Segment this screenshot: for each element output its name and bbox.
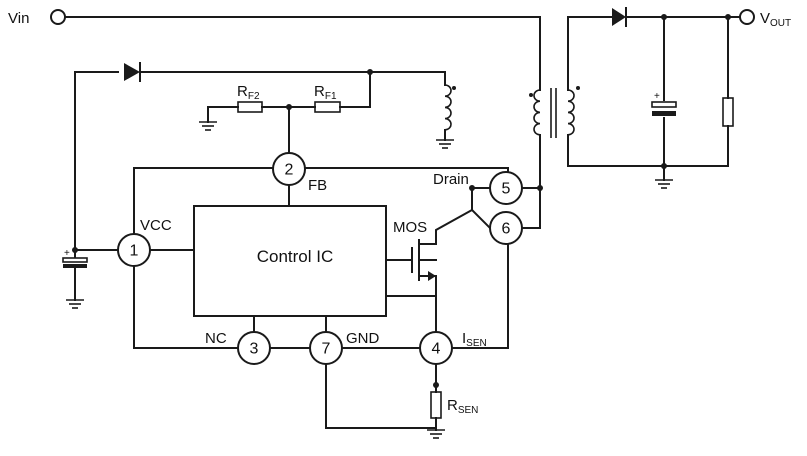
output-capacitor: +	[651, 91, 677, 116]
junction-dots	[72, 14, 731, 388]
pin-6: 6	[489, 211, 523, 245]
pin-2: 2	[272, 152, 306, 186]
vin-terminal	[50, 9, 66, 25]
ground-rf2	[199, 121, 217, 131]
aux-winding-dot	[452, 86, 456, 90]
rsen-label: RSEN	[447, 397, 478, 416]
primary-dot	[529, 93, 533, 97]
wires	[64, 16, 741, 431]
pin-3-label: NC	[205, 330, 227, 347]
pin-7-label: GND	[346, 330, 380, 347]
pin-2-label: FB	[308, 177, 327, 194]
resistor-rsen	[430, 391, 442, 419]
svg-text:3: 3	[250, 341, 259, 358]
pin-3: 3	[237, 331, 271, 365]
load-resistor	[722, 97, 734, 127]
mos-label: MOS	[393, 219, 427, 236]
pin-7: 7	[309, 331, 343, 365]
vout-label: VOUT	[760, 10, 791, 29]
pin-1: 1	[117, 233, 151, 267]
output-diode	[612, 7, 627, 27]
vcc-capacitor: +	[62, 248, 88, 268]
ground-aux	[436, 139, 454, 149]
svg-text:4: 4	[432, 341, 441, 358]
ground-vcc	[66, 299, 84, 309]
control-ic-label: Control IC	[257, 247, 334, 266]
aux-winding	[444, 84, 452, 131]
svg-text:7: 7	[322, 341, 331, 358]
transformer-primary	[533, 89, 541, 136]
svg-text:1: 1	[130, 243, 139, 260]
ground-sense	[427, 429, 445, 439]
resistor-rf1	[314, 101, 341, 113]
pin-5: 5	[489, 171, 523, 205]
pin-4: 4	[419, 331, 453, 365]
rf2-label: RF2	[237, 83, 260, 102]
svg-text:6: 6	[502, 221, 511, 238]
resistor-rf2	[237, 101, 263, 113]
pin-1-label: VCC	[140, 217, 172, 234]
svg-text:5: 5	[502, 181, 511, 198]
mosfet	[385, 208, 474, 333]
svg-text:+: +	[64, 248, 70, 259]
secondary-dot	[576, 86, 580, 90]
svg-text:+: +	[654, 91, 660, 102]
svg-text:2: 2	[285, 162, 294, 179]
pin-5-label: Drain	[433, 171, 469, 188]
aux-diode	[124, 62, 141, 82]
vin-label: Vin	[8, 10, 29, 27]
vout-terminal	[739, 9, 755, 25]
ground-output	[655, 179, 673, 189]
rf1-label: RF1	[314, 83, 337, 102]
transformer-secondary	[567, 89, 575, 136]
pin-4-label: ISEN	[462, 330, 487, 349]
